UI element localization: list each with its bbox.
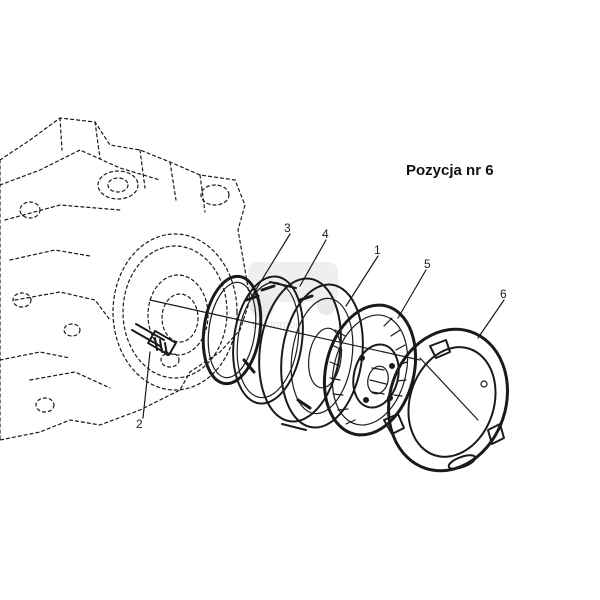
label-part-3: 3 [284,221,291,235]
label-part-1: 1 [374,243,381,257]
label-part-6: 6 [500,287,507,301]
label-part-4: 4 [322,227,329,241]
part-1-drum [258,277,364,431]
leader-lines [142,233,505,419]
part-4-ring [232,275,304,405]
label-part-2: 2 [136,417,143,431]
part-6-pressure-plate [383,327,509,473]
shaft-axis [149,299,421,361]
part-5-friction-disc [322,303,418,437]
label-part-5: 5 [424,257,431,271]
part-2-stud [131,323,177,357]
position-title: Pozycja nr 6 [406,162,494,179]
transmission-housing [0,117,251,441]
part-3-snap-ring [201,274,263,386]
